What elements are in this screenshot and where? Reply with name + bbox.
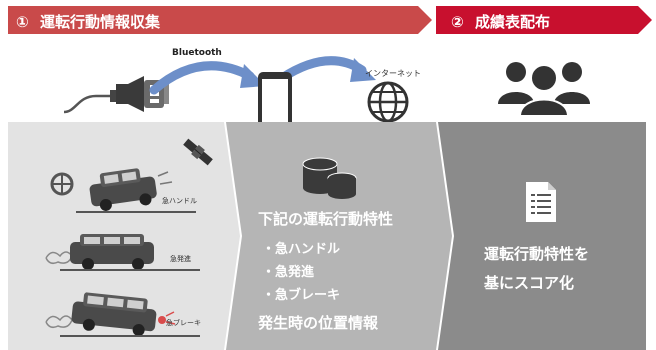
middle-title: 下記の運転行動特性 <box>258 210 394 228</box>
right-panel-bg <box>438 122 646 350</box>
transfer-arrows <box>149 56 376 95</box>
satellite-icon <box>183 138 213 166</box>
middle-footer: 発生時の位置情報 <box>258 314 379 332</box>
right-line-2: 基にスコア化 <box>484 274 575 292</box>
bluetooth-label: Bluetooth <box>172 48 222 58</box>
banner-bar <box>8 6 652 34</box>
smartphone-icon <box>258 72 292 136</box>
middle-item-3: ・急ブレーキ <box>262 288 341 303</box>
internet-label: インターネット <box>365 69 421 78</box>
globe-icon <box>367 81 409 123</box>
step1-banner-bg <box>8 6 432 34</box>
document-icon <box>526 182 556 222</box>
sudden-brake-scene <box>45 292 200 337</box>
middle-item-1: ・急ハンドル <box>262 242 341 257</box>
step2-title: 成績表配布 <box>474 13 550 31</box>
scene-label-sharp-turn: 急ハンドル <box>162 197 197 205</box>
middle-panel-bg <box>226 122 452 350</box>
sudden-start-scene <box>45 234 200 271</box>
step2-number: ② <box>451 13 464 31</box>
users-group-icon <box>498 62 590 117</box>
scene-label-sudden-start: 急発進 <box>170 255 191 263</box>
step1-title: 運転行動情報収集 <box>39 13 160 31</box>
middle-item-2: ・急発進 <box>262 265 315 280</box>
step1-number: ① <box>16 13 29 31</box>
step2-banner: ② 成績表配布 <box>451 11 550 32</box>
step2-banner-bg <box>436 6 652 34</box>
right-line-1: 運転行動特性を <box>484 245 590 263</box>
step1-banner: ① 運転行動情報収集 <box>16 11 160 32</box>
scene-label-sudden-brake: 急ブレーキ <box>166 319 201 327</box>
sharp-turn-scene <box>50 168 196 213</box>
database-icon <box>302 157 357 199</box>
